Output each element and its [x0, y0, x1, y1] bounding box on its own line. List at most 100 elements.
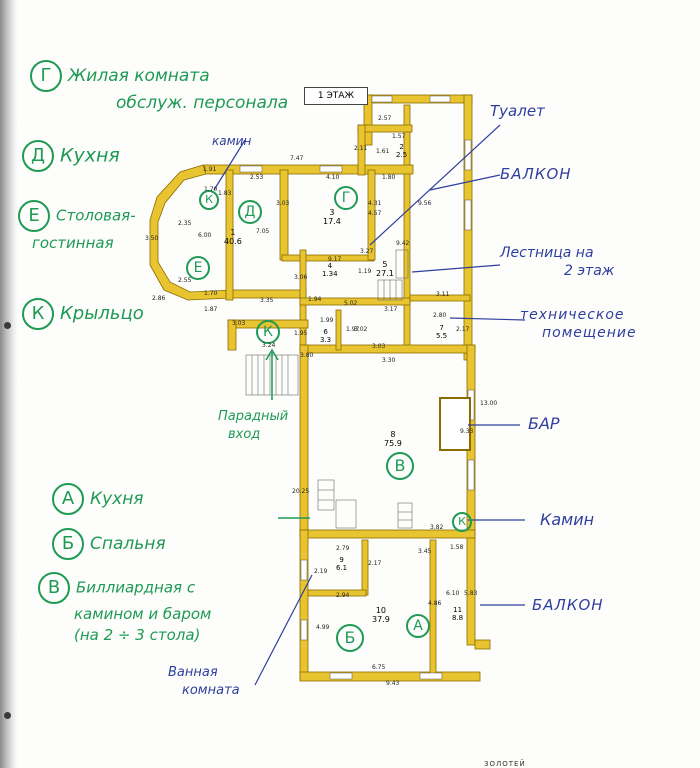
- room-mark: К: [256, 320, 286, 344]
- legend-item-k: К Крыльцо: [22, 298, 144, 330]
- legend-letter: Г: [30, 60, 62, 92]
- callout-bar: БАР: [528, 414, 560, 433]
- dimension-label: 9.33: [460, 428, 474, 435]
- room-mark: Б: [336, 624, 370, 652]
- legend-text: Жилая комната: [68, 66, 210, 86]
- dimension-label: 2.17: [456, 326, 470, 333]
- callout-toilet: Туалет: [490, 102, 545, 120]
- callout-line: Лестница на: [500, 245, 594, 261]
- dimension-label: 3.17: [384, 306, 398, 313]
- dimension-label: 3.27: [360, 248, 374, 255]
- dimension-label: 1.19: [358, 268, 372, 275]
- dimension-label: 2.11: [354, 145, 368, 152]
- room-mark: А: [406, 614, 436, 638]
- dimension-label: 4.57: [368, 210, 382, 217]
- legend-letter: В: [38, 572, 70, 604]
- dimension-label: 2.17: [368, 560, 382, 567]
- dimension-label: 1.87: [204, 306, 218, 313]
- dimension-label: 2.57: [378, 115, 392, 122]
- legend-text: Спальня: [90, 534, 166, 554]
- dimension-label: 6.10: [446, 590, 460, 597]
- dimension-label: 1.58: [450, 544, 464, 551]
- callout-line: Ванная: [168, 665, 218, 680]
- scan-shadow-edge: [0, 0, 18, 768]
- dimension-label: 7.05: [256, 228, 270, 235]
- dimension-label: 3.02: [354, 326, 368, 333]
- legend-letter: Е: [18, 200, 50, 232]
- legend-text: Столовая-: [56, 206, 136, 225]
- room-mark: К: [199, 190, 225, 210]
- wall-layer: [149, 94, 491, 682]
- dimension-label: 7.47: [290, 155, 304, 162]
- dimension-label: 2.35: [178, 220, 192, 227]
- dimension-label: 3.03: [372, 343, 386, 350]
- legend-letter: Д: [22, 140, 54, 172]
- legend-text: Крыльцо: [60, 303, 144, 324]
- legend-item-d: Д Кухня: [22, 140, 120, 172]
- dimension-label: 1.57: [392, 133, 406, 140]
- callout-balcony-bottom: БАЛКОН: [532, 596, 604, 614]
- dimension-label: 9.43: [386, 680, 400, 687]
- callout-line: техническое: [520, 307, 625, 323]
- callout-line: помещение: [542, 325, 637, 341]
- legend-text: Кухня: [90, 489, 144, 509]
- stamp-text: ЗОЛОТЕЙ: [484, 760, 526, 768]
- legend-letter: К: [22, 298, 54, 330]
- dimension-label: 13.00: [480, 400, 498, 407]
- dimension-label: 9.56: [418, 200, 432, 207]
- dimension-label: 4.10: [326, 174, 340, 181]
- dimension-label: 2.55: [178, 277, 192, 284]
- dimension-label: 5.02: [344, 300, 358, 307]
- dimension-label: 2.86: [152, 295, 166, 302]
- dimension-label: 9.42: [396, 240, 410, 247]
- dimension-label: 1.94: [308, 296, 322, 303]
- callout-line: 2 этаж: [564, 263, 615, 279]
- dimension-label: 4.99: [316, 624, 330, 631]
- dimension-label: 1.91: [203, 166, 217, 173]
- legend-text: Кухня: [60, 144, 120, 167]
- bar-counter: [439, 397, 471, 451]
- callout-bathroom: Ванная комната: [168, 664, 240, 700]
- legend-text: камином и баром: [74, 605, 212, 623]
- binding-hole: [4, 322, 11, 329]
- legend-text: гостинная: [32, 234, 114, 252]
- dimension-label: 1.70: [204, 186, 218, 193]
- dimension-label: 2.79: [336, 545, 350, 552]
- entrance-arrows: [265, 348, 310, 519]
- legend-item-a: А Кухня: [52, 483, 144, 515]
- dimension-label: 1.97: [346, 326, 360, 333]
- stair-hatching: [245, 249, 413, 529]
- binding-hole: [4, 712, 11, 719]
- legend-text: Биллиардная с: [76, 578, 196, 597]
- callout-line: вход: [228, 427, 261, 442]
- dimension-label: 3.03: [232, 320, 246, 327]
- dimension-label: 3.50: [145, 235, 159, 242]
- legend-item-e: Е Столовая- гостинная: [18, 200, 136, 254]
- dimension-label: 2.19: [314, 568, 328, 575]
- legend-letter: А: [52, 483, 84, 515]
- dimension-label: 3.24: [262, 342, 276, 349]
- dimension-label: 6.75: [372, 664, 386, 671]
- dimension-label: 4.86: [428, 600, 442, 607]
- dimension-label: 1.70: [204, 290, 218, 297]
- callout-stairs: Лестница на 2 этаж: [500, 244, 614, 280]
- dimension-label: 5.83: [464, 590, 478, 597]
- dimension-label: 2.94: [336, 592, 350, 599]
- callout-fireplace-top: камин: [212, 134, 252, 148]
- callout-line: комната: [182, 683, 240, 698]
- dimension-label: 3.35: [260, 297, 274, 304]
- dimension-label: 3.45: [418, 548, 432, 555]
- dimension-label: 4.31: [368, 200, 382, 207]
- callout-tech: техническое помещение: [520, 306, 637, 342]
- dimension-label: 20.25: [292, 488, 310, 495]
